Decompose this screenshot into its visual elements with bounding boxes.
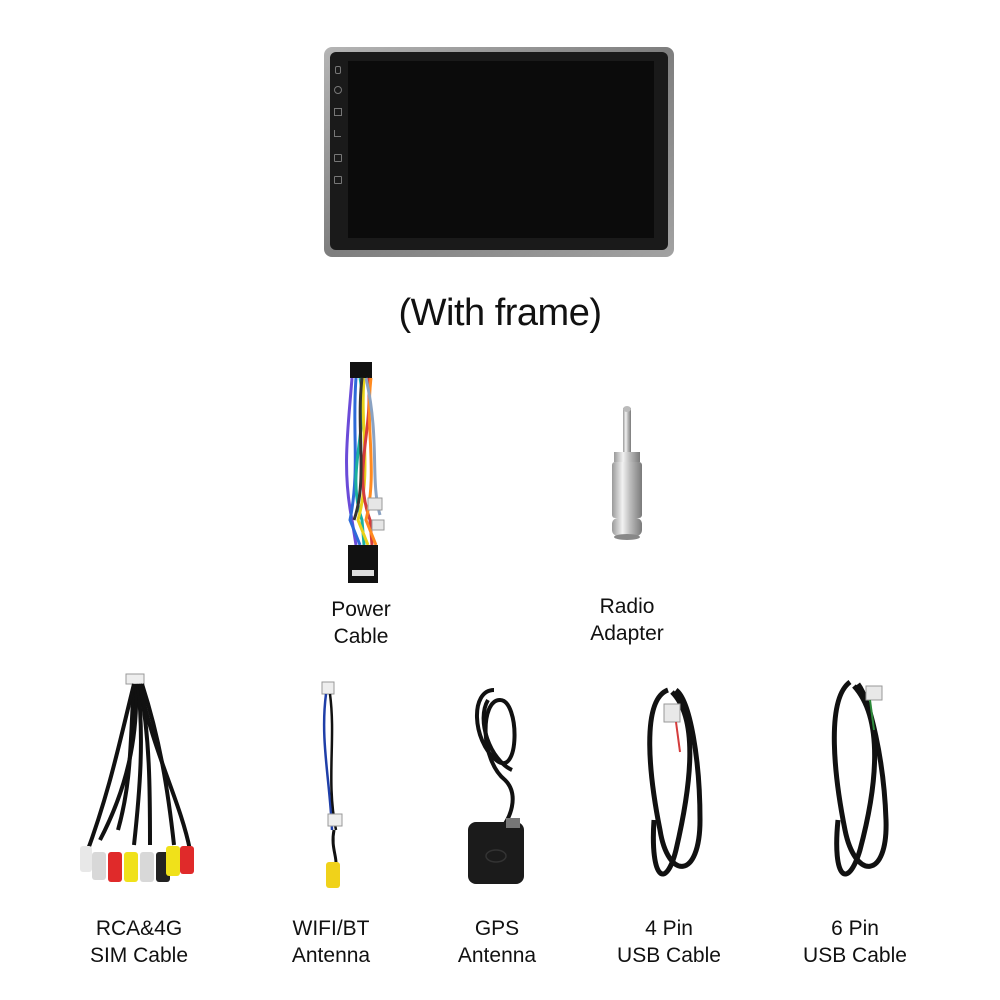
power-icon xyxy=(334,86,342,94)
home-icon xyxy=(334,108,342,116)
head-unit-side-icons xyxy=(333,66,343,196)
gps-antenna-label: GPS Antenna xyxy=(457,917,537,967)
rca-sim-cable-label: RCA&4G SIM Cable xyxy=(89,917,189,967)
volume-up-icon xyxy=(334,154,342,162)
head-unit-screen xyxy=(348,61,654,238)
volume-down-icon xyxy=(334,176,342,184)
usb-6pin-cable-label: 6 Pin USB Cable xyxy=(803,917,907,967)
radio-adapter-label: Radio Adapter xyxy=(590,595,664,645)
usb-4pin-cable-label: 4 Pin USB Cable xyxy=(617,917,721,967)
frame-caption: (With frame) xyxy=(398,292,603,334)
power-cable-label: Power Cable xyxy=(331,598,391,648)
back-icon xyxy=(334,130,341,137)
wifi-bt-antenna-label: WIFI/BT Antenna xyxy=(291,917,371,967)
mic-icon xyxy=(335,66,341,74)
